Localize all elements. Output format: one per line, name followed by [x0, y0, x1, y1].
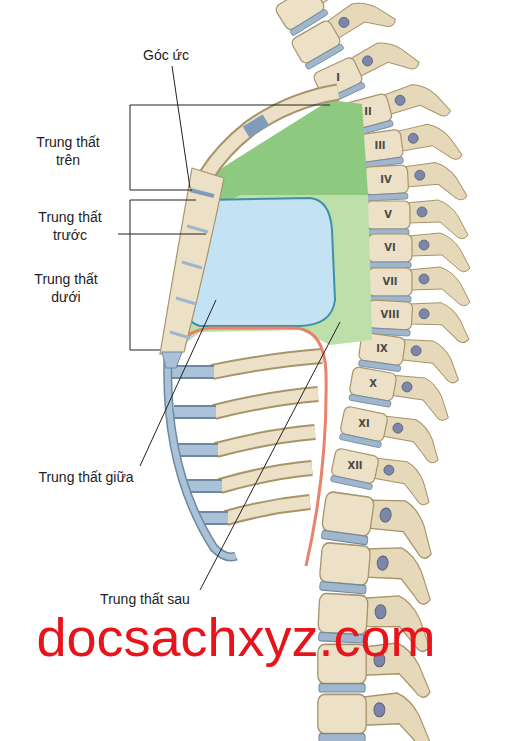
- watermark: docsachxyz.com: [1, 610, 471, 664]
- vertebra: [368, 267, 470, 306]
- bracket: [130, 200, 196, 350]
- vertebra-number: XI: [349, 417, 379, 430]
- vertebra: [356, 120, 462, 173]
- rib-cage: [168, 356, 322, 557]
- leader-line: [200, 322, 340, 590]
- leader-line: [118, 234, 206, 235]
- region-label: Trung thất dưới: [21, 270, 111, 306]
- bracket: [130, 105, 330, 190]
- vertebra-number: II: [353, 105, 383, 118]
- vertebra-number: XII: [340, 459, 370, 472]
- vertebra: [368, 233, 470, 272]
- vertebra-number: VI: [375, 241, 405, 254]
- vertebra-number: IV: [371, 173, 401, 186]
- vertebra-number: V: [373, 208, 403, 221]
- vertebra-number: VII: [375, 275, 405, 288]
- vertebra: [318, 693, 430, 741]
- region-label: Trung thất sau: [75, 590, 215, 608]
- region-label: Trung thất trước: [25, 208, 115, 244]
- leader-line: [140, 300, 216, 466]
- vertebra-number: X: [358, 377, 388, 390]
- region-label: Trung thất trên: [23, 133, 113, 169]
- vertebra-number: I: [323, 71, 353, 84]
- structure-label: Góc ức: [131, 46, 201, 64]
- vertebra-number: VIII: [375, 308, 405, 321]
- diaphragm-line: [170, 328, 326, 566]
- vertebra-number: III: [365, 139, 395, 152]
- sternum-and-first-rib: [160, 92, 338, 368]
- vertebra: [366, 200, 468, 239]
- vertebra-number: IX: [367, 342, 397, 355]
- leader-line: [172, 66, 190, 188]
- region-label: Trung thất giữa: [16, 468, 156, 486]
- vertebra: [363, 161, 467, 205]
- leader-lines: [118, 66, 340, 590]
